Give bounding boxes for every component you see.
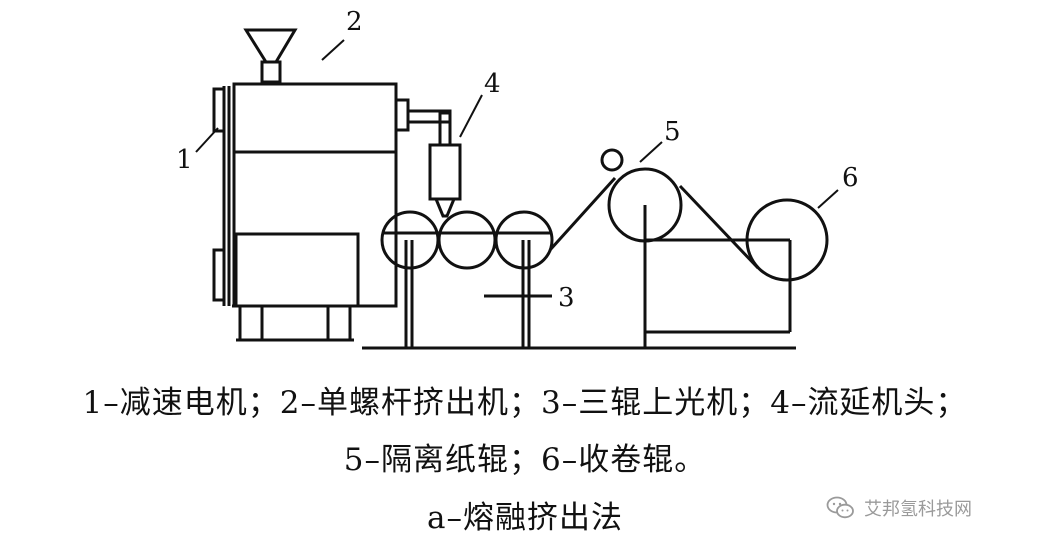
- single-screw-extruder: [232, 28, 410, 342]
- label-6: 6: [842, 163, 859, 193]
- label-2: 2: [346, 7, 363, 37]
- figure-caption: a–熔融挤出法: [427, 500, 623, 536]
- label-1: 1: [176, 145, 193, 175]
- film-path: [548, 176, 760, 270]
- casting-die: [406, 109, 462, 218]
- take-up-roll: [645, 198, 829, 334]
- watermark: 艾邦氢科技网: [826, 490, 972, 526]
- watermark-text: 艾邦氢科技网: [864, 499, 972, 520]
- label-3: 3: [558, 283, 575, 313]
- label-4: 4: [484, 69, 501, 99]
- three-roll-calender: [380, 210, 554, 348]
- legend-line-1: 1–减速电机；2–单螺杆挤出机；3–三辊上光机；4–流延机头；: [82, 385, 968, 421]
- label-5: 5: [664, 117, 681, 147]
- melt-extrusion-diagram: 1 2 3 4 5 6: [176, 7, 859, 350]
- feed-hopper: [243, 28, 298, 64]
- leader-lines: [195, 39, 839, 209]
- reduction-motor: [212, 86, 231, 306]
- legend-line-2: 5–隔离纸辊；6–收卷辊。: [343, 442, 707, 478]
- wechat-icon: [826, 496, 854, 519]
